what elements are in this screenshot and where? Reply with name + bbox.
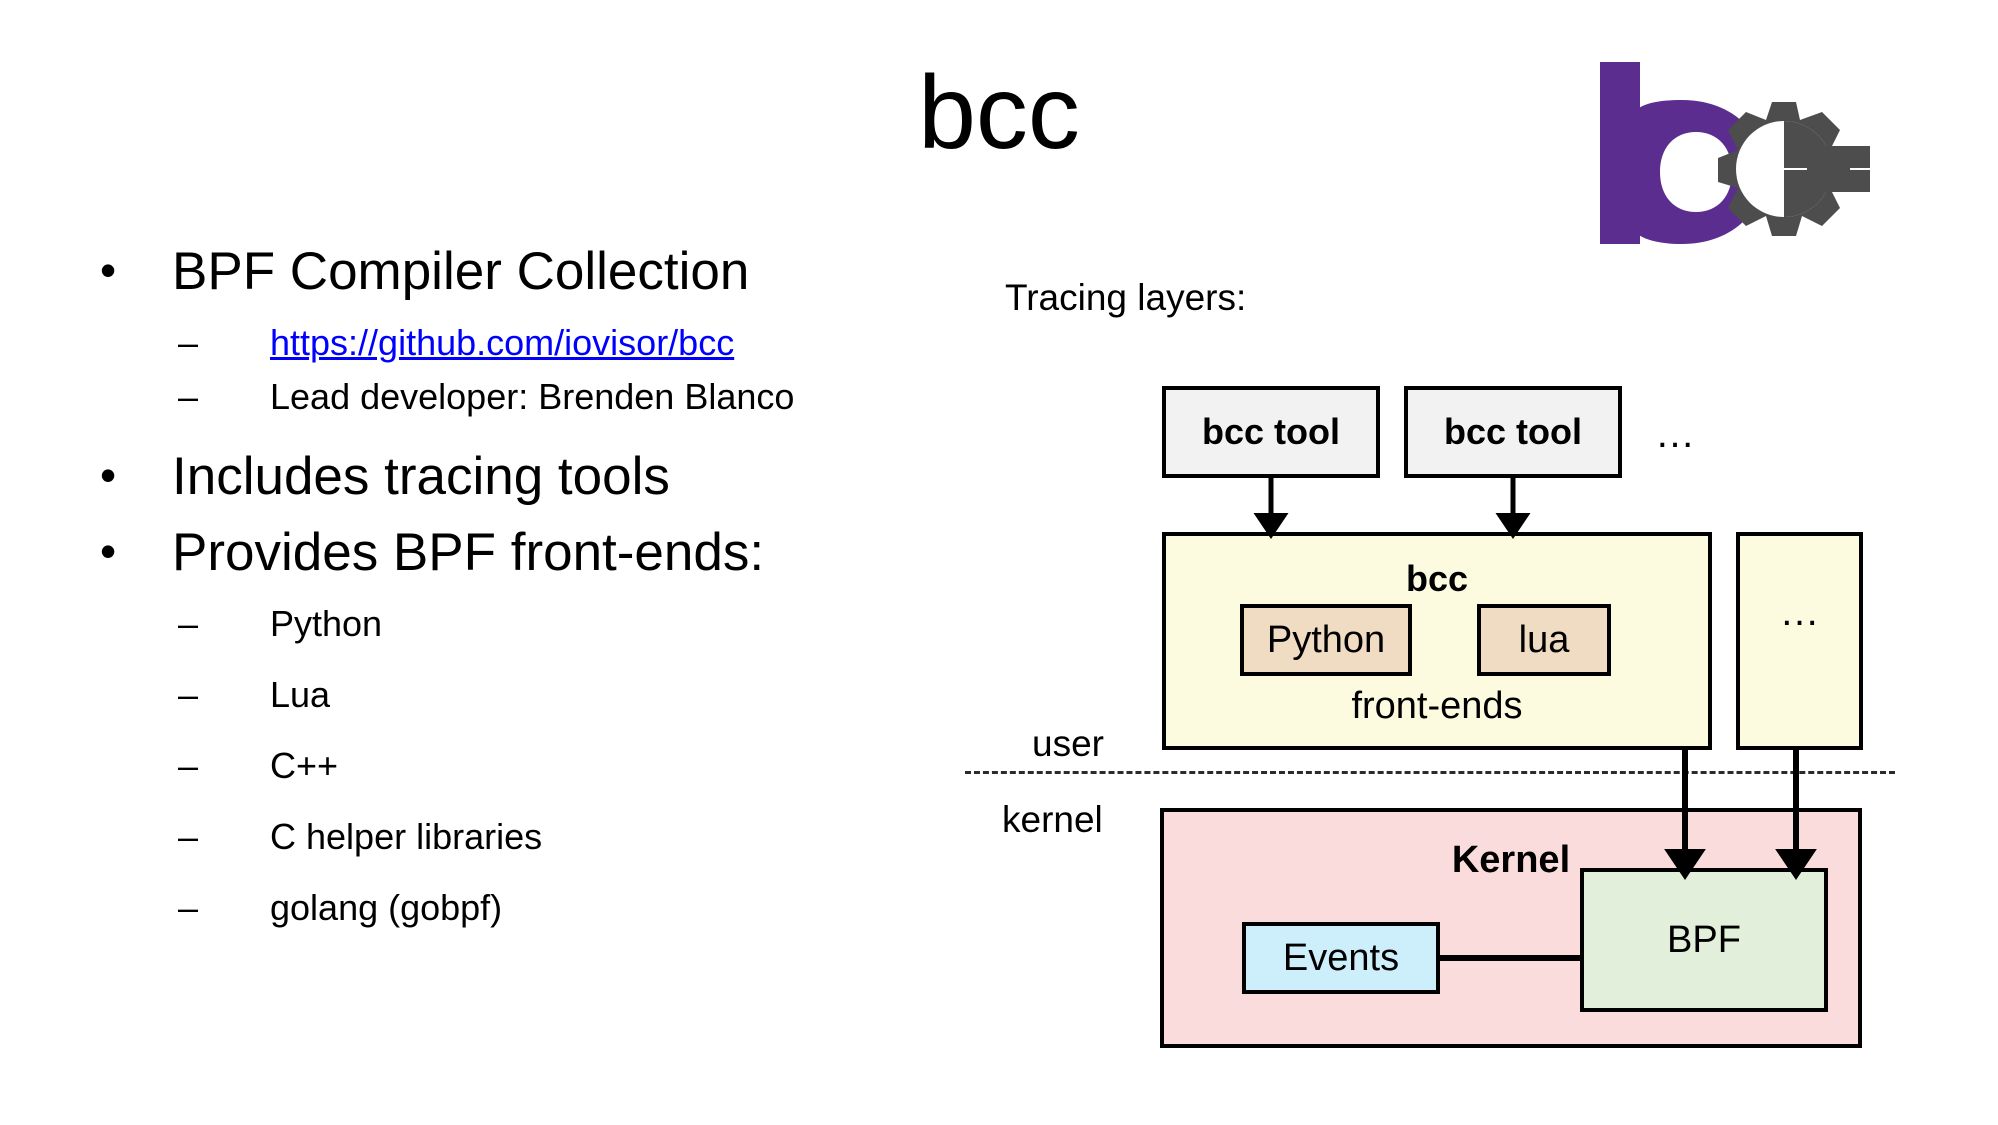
bcc-tool-label: bcc tool bbox=[1201, 411, 1340, 452]
frontend-label: Python bbox=[1266, 618, 1386, 661]
bcc-tool-label: bcc tool bbox=[1443, 411, 1582, 452]
tracing-layers-label: Tracing layers: bbox=[1005, 277, 1247, 318]
bullet-marker: – bbox=[178, 674, 199, 715]
bullet-text: C helper libraries bbox=[270, 816, 543, 857]
bullet-marker: • bbox=[100, 449, 117, 501]
bullet-item: • BPF Compiler Collection bbox=[100, 242, 920, 302]
bullet-text: C++ bbox=[270, 745, 339, 786]
bullet-marker: – bbox=[178, 603, 199, 644]
bpf-box: BPF bbox=[1580, 868, 1828, 1012]
bcc-layer-caption: front-ends bbox=[1351, 685, 1523, 727]
bullet-text: BPF Compiler Collection bbox=[172, 242, 750, 301]
bullet-text: Lua bbox=[270, 674, 331, 715]
bullet-text: Provides BPF front-ends: bbox=[172, 523, 765, 582]
bullet-text: golang (gobpf) bbox=[270, 887, 503, 928]
bullet-text: Lead developer: Brenden Blanco bbox=[270, 376, 795, 417]
page-title: bcc bbox=[918, 55, 1080, 171]
bullet-marker: – bbox=[178, 376, 199, 417]
bullet-marker: • bbox=[100, 525, 117, 577]
kernel-space-label: kernel bbox=[1002, 799, 1103, 840]
kernel-layer-title: Kernel bbox=[1451, 839, 1571, 881]
bcc-tool-box-2: bcc tool bbox=[1404, 386, 1622, 478]
frontend-box-python: Python bbox=[1240, 604, 1412, 676]
bullet-item: – C helper libraries bbox=[100, 812, 920, 861]
bullet-item: – golang (gobpf) bbox=[100, 883, 920, 932]
bullet-marker: – bbox=[178, 887, 199, 928]
bpf-label: BPF bbox=[1667, 918, 1741, 961]
bcc-logo bbox=[1600, 62, 1870, 247]
other-frontends-box: … bbox=[1736, 532, 1863, 750]
bcc-logo-svg bbox=[1600, 62, 1870, 244]
bullet-item: – Python bbox=[100, 599, 920, 648]
bullet-list: • BPF Compiler Collection – https://gith… bbox=[100, 242, 920, 937]
other-frontends-ellipsis: … bbox=[1779, 590, 1820, 634]
bullet-text: Python bbox=[270, 603, 383, 644]
logo-gear-c-icon bbox=[1718, 102, 1870, 236]
bcc-tool-box-1: bcc tool bbox=[1162, 386, 1380, 478]
bullet-marker: • bbox=[100, 244, 117, 296]
events-label: Events bbox=[1282, 936, 1400, 979]
bullet-marker: – bbox=[178, 816, 199, 857]
bullet-text: Includes tracing tools bbox=[172, 447, 670, 506]
bullet-item: – Lua bbox=[100, 670, 920, 719]
frontend-label: lua bbox=[1518, 618, 1570, 661]
bullet-item: – C++ bbox=[100, 741, 920, 790]
bcc-github-link[interactable]: https://github.com/iovisor/bcc bbox=[270, 322, 735, 363]
frontend-box-lua: lua bbox=[1477, 604, 1611, 676]
bcc-layer-title: bcc bbox=[1405, 558, 1469, 599]
bullet-item: • Provides BPF front-ends: bbox=[100, 523, 920, 583]
user-kernel-divider bbox=[965, 771, 1895, 774]
bullet-item: – Lead developer: Brenden Blanco bbox=[100, 372, 920, 421]
bcc-tools-ellipsis: … bbox=[1655, 412, 1695, 456]
user-space-label: user bbox=[1032, 723, 1104, 764]
bcc-layer-box: bcc front-ends bbox=[1162, 532, 1712, 750]
bullet-marker: – bbox=[178, 322, 199, 363]
bullet-item: – https://github.com/iovisor/bcc bbox=[100, 318, 920, 367]
bullet-item: • Includes tracing tools bbox=[100, 447, 920, 507]
events-box: Events bbox=[1242, 922, 1440, 994]
bullet-marker: – bbox=[178, 745, 199, 786]
